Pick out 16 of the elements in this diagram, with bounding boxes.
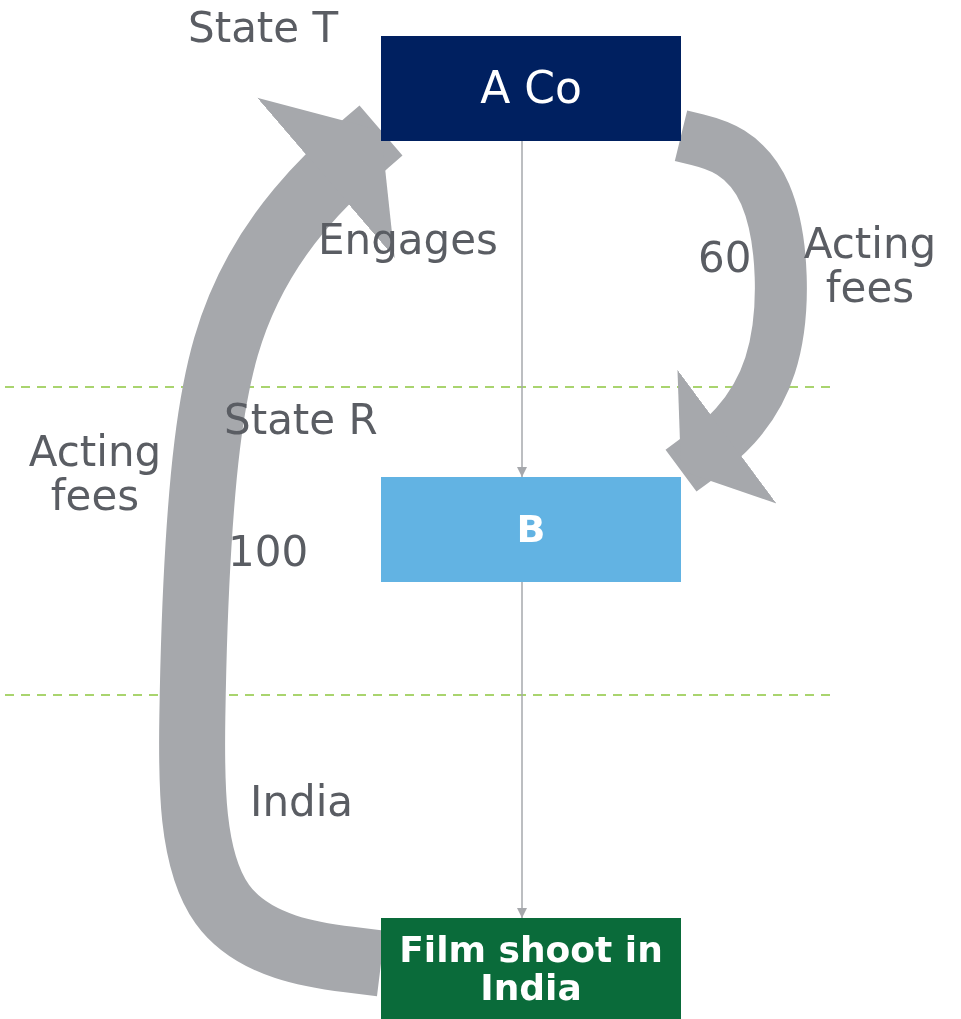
region-label: India	[250, 780, 354, 825]
region-label: 100	[228, 530, 309, 575]
title-box	[381, 36, 681, 141]
region-label: State T	[188, 6, 339, 51]
box-label: Film shoot in India	[398, 930, 664, 1007]
region-label: State R	[224, 398, 378, 443]
region-label: 60	[698, 236, 752, 281]
location-box	[381, 918, 681, 1019]
edge-label: Engages	[318, 218, 498, 263]
box-label: A Co	[480, 65, 582, 112]
entity-box	[381, 477, 681, 582]
edge-label: Acting fees	[802, 222, 938, 311]
edge-label: Acting fees	[27, 430, 163, 519]
box-label: B	[516, 509, 546, 550]
arrow	[516, 140, 528, 478]
arrow	[516, 581, 528, 919]
